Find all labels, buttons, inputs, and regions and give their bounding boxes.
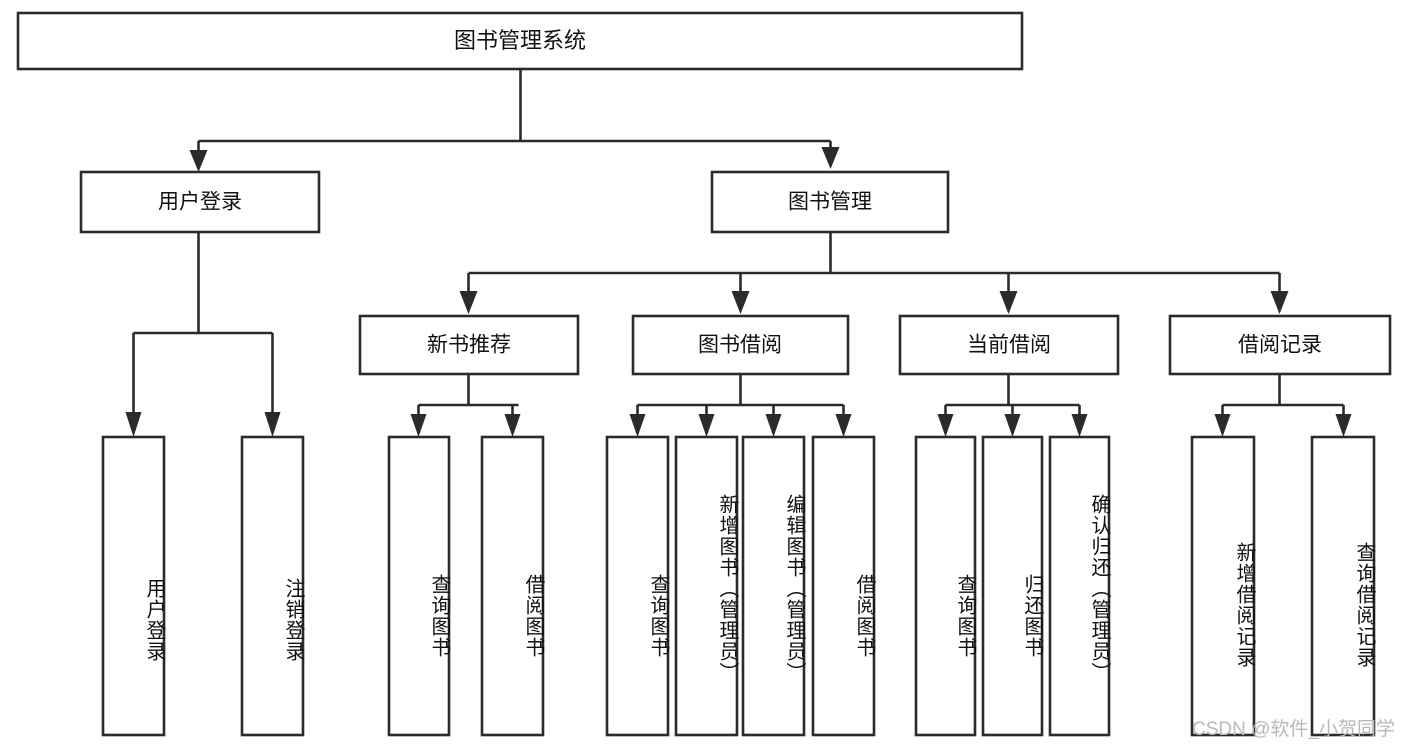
arrow-head-icon: [264, 412, 281, 437]
node-book-management-box[interactable]: [710, 170, 950, 234]
node-borrow-record-box[interactable]: [1168, 314, 1392, 376]
node-user-login-box[interactable]: [79, 170, 321, 234]
arrow-head-icon: [410, 414, 427, 437]
node-leaf-return-book-box[interactable]: [981, 435, 1044, 737]
node-borrow-record[interactable]: 借阅记录: [1168, 314, 1392, 376]
node-current-borrow-box[interactable]: [898, 314, 1120, 376]
node-new-book-recommend-box[interactable]: [358, 314, 580, 376]
node-leaf-query-record-box[interactable]: [1310, 435, 1376, 737]
connector-group-book-borrow: [629, 374, 852, 437]
arrow-head-icon: [189, 150, 208, 172]
node-leaf-confirm-return-box[interactable]: [1048, 435, 1111, 737]
node-leaf-query-book-2-box[interactable]: [605, 435, 670, 737]
node-new-book-recommend[interactable]: 新书推荐: [358, 314, 580, 376]
arrow-head-icon: [504, 414, 521, 437]
arrow-head-icon: [1004, 414, 1021, 437]
arrow-head-icon: [999, 291, 1018, 314]
node-book-borrow-box[interactable]: [631, 314, 850, 376]
arrow-head-icon: [1335, 414, 1352, 437]
node-user-login-label: 用户登录: [158, 191, 242, 214]
arrow-head-icon: [629, 414, 646, 437]
node-leaf-borrow-book-2-box[interactable]: [811, 435, 876, 737]
node-borrow-record-label: 借阅记录: [1238, 334, 1322, 357]
node-root[interactable]: 图书管理系统: [16, 11, 1024, 71]
node-leaf-query-book-1-box[interactable]: [387, 435, 451, 737]
node-new-book-recommend-label: 新书推荐: [427, 334, 511, 357]
node-book-management[interactable]: 图书管理: [710, 170, 950, 234]
node-leaf-logout-box[interactable]: [240, 435, 305, 737]
watermark: CSDN @软件_小贺同学: [1192, 719, 1395, 740]
arrow-head-icon: [1270, 291, 1289, 314]
connector-group-current-borrow: [937, 374, 1088, 437]
node-leaf-borrow-book-1-box[interactable]: [480, 435, 545, 737]
node-root-box[interactable]: [16, 11, 1024, 71]
node-book-management-label: 图书管理: [788, 191, 872, 214]
arrow-head-icon: [125, 412, 142, 437]
connector-group-user-login: [125, 232, 281, 437]
connector-group-book-mgmt: [459, 232, 1289, 314]
node-current-borrow[interactable]: 当前借阅: [898, 314, 1120, 376]
node-leaf-user-login-box[interactable]: [101, 435, 166, 737]
node-leaf-add-record-box[interactable]: [1190, 435, 1256, 737]
arrow-head-icon: [821, 147, 840, 169]
node-book-borrow-label: 图书借阅: [698, 334, 782, 357]
node-leaf-edit-book-box[interactable]: [741, 435, 806, 737]
arrow-head-icon: [1214, 414, 1231, 437]
node-book-borrow[interactable]: 图书借阅: [631, 314, 850, 376]
arrow-head-icon: [459, 291, 478, 314]
arrow-head-icon: [835, 414, 852, 437]
node-leaf-query-book-3-box[interactable]: [914, 435, 977, 737]
node-leaf-add-book-box[interactable]: [674, 435, 739, 737]
arrow-head-icon: [698, 414, 715, 437]
node-root-label: 图书管理系统: [454, 28, 586, 53]
arrow-head-icon: [937, 414, 954, 437]
node-current-borrow-label: 当前借阅: [967, 334, 1051, 357]
connector-group-root: [189, 69, 840, 172]
arrow-head-icon: [765, 414, 782, 437]
node-user-login[interactable]: 用户登录: [79, 170, 321, 234]
arrow-head-icon: [731, 291, 750, 314]
connector-group-new-book: [410, 374, 521, 437]
connector-group-borrow-record: [1214, 374, 1352, 437]
arrow-head-icon: [1071, 414, 1088, 437]
